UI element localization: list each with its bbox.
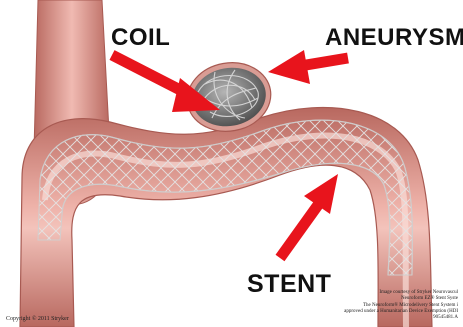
aneurysm-label: ANEURYSM xyxy=(325,24,463,52)
credit-line: 90545481.A xyxy=(344,315,458,321)
stent-mesh xyxy=(38,120,412,275)
coil-label: COIL xyxy=(111,24,170,52)
image-credits: Image courtesy of Stryker Neurovascul Ne… xyxy=(344,290,458,321)
copyright-text: Copyright © 2011 Stryker xyxy=(6,316,69,322)
stent-label: STENT xyxy=(247,270,331,299)
aneurysm-arrow xyxy=(268,50,348,84)
stent-arrow xyxy=(280,174,338,258)
